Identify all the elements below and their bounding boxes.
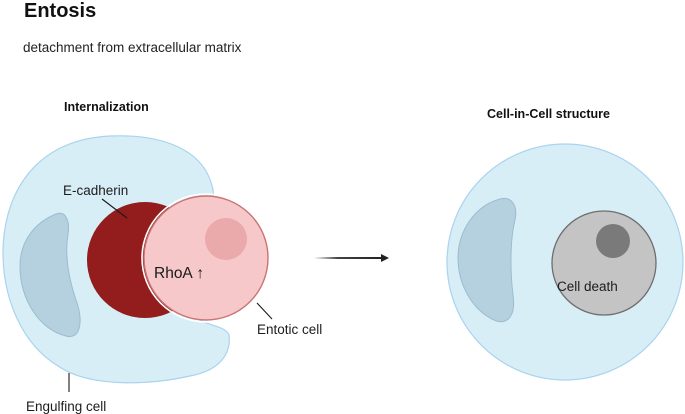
figure-subtitle: detachment from extracellular matrix — [23, 40, 242, 55]
entotic-cell-nucleus — [205, 218, 247, 260]
internalization-panel: E-cadherin RhoA ↑ Entotic cell Engulfing… — [2, 135, 322, 414]
e-cadherin-leader-line — [101, 198, 128, 219]
label-entotic-cell: Entotic cell — [257, 322, 322, 337]
dead-entotic-cell — [551, 210, 657, 316]
cell-in-cell-panel: Cell death — [446, 143, 684, 381]
dead-cell-nucleus — [596, 224, 630, 258]
label-cell-death: Cell death — [557, 279, 618, 294]
label-engulfing-cell: Engulfing cell — [26, 399, 106, 414]
arrow-head-icon — [381, 254, 389, 262]
label-e-cadherin: E-cadherin — [63, 183, 128, 198]
panel-heading-internalization: Internalization — [64, 100, 149, 114]
label-rhoa-up: RhoA ↑ — [154, 265, 204, 282]
cell-contact-seam — [141, 193, 271, 323]
host-cell-nucleus — [457, 197, 517, 322]
entotic-cell-leader-line — [256, 302, 273, 320]
figure-title: Entosis — [24, 0, 97, 22]
panel-heading-cell-in-cell: Cell-in-Cell structure — [487, 107, 610, 121]
transition-arrow — [314, 254, 389, 262]
engulfing-cell-nucleus — [19, 212, 81, 338]
arrow-shaft — [314, 257, 382, 259]
entotic-cell — [143, 195, 269, 321]
